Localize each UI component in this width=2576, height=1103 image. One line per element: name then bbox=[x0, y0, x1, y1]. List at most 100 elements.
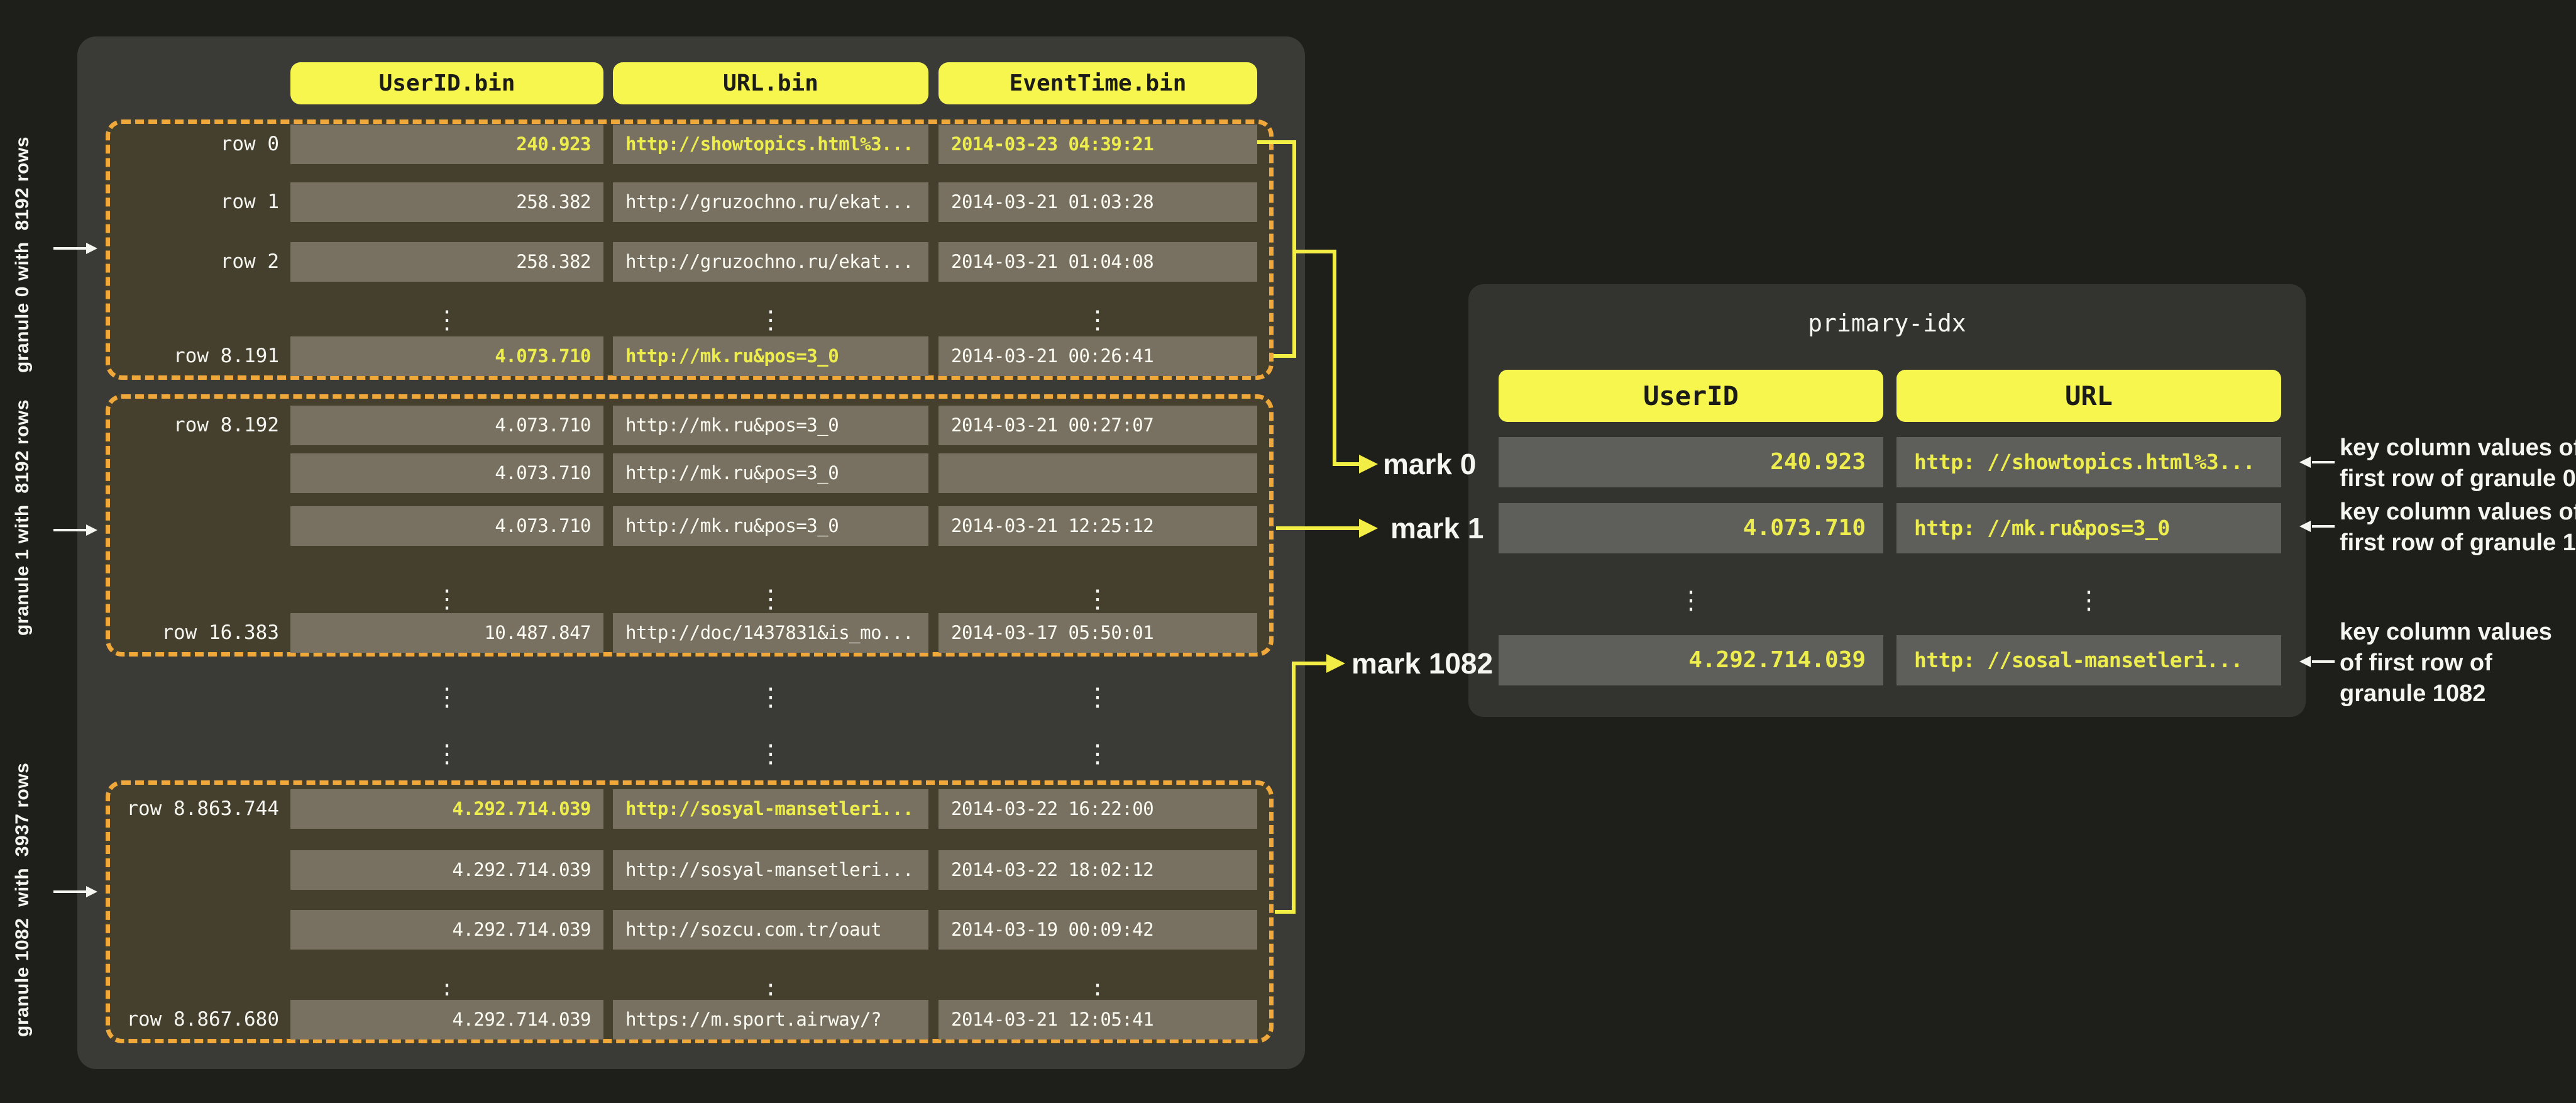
ellipsis-dots: ⋮ bbox=[1085, 740, 1110, 768]
ellipsis-dots: ⋮ bbox=[1085, 585, 1110, 614]
ellipsis-dots: ⋮ bbox=[434, 585, 460, 614]
ellipsis-dots: ⋮ bbox=[1085, 683, 1110, 712]
index-userid-cell: 4.073.710 bbox=[1499, 503, 1883, 553]
ellipsis-dots: ⋮ bbox=[434, 683, 460, 712]
eventtime-cell bbox=[938, 453, 1257, 493]
url-cell: http://mk.ru&pos=3_0 bbox=[613, 506, 928, 546]
granule-arrow-icon bbox=[86, 524, 97, 536]
granule-arrow-icon bbox=[86, 243, 97, 254]
eventtime-cell: 2014-03-21 12:05:41 bbox=[938, 1000, 1257, 1039]
granule-side-label: granule 1 with 8192 rows bbox=[12, 399, 33, 636]
index-column-header: UserID bbox=[1499, 370, 1883, 422]
userid-cell: 4.073.710 bbox=[290, 453, 603, 493]
bin-file-header-button: UserID.bin bbox=[290, 62, 603, 104]
connector-line bbox=[1333, 462, 1363, 466]
eventtime-cell: 2014-03-21 01:04:08 bbox=[938, 242, 1257, 282]
ellipsis-dots: ⋮ bbox=[434, 740, 460, 768]
eventtime-cell: 2014-03-19 00:09:42 bbox=[938, 910, 1257, 950]
row-label: row 2 bbox=[220, 250, 279, 273]
annotation-line: key column values bbox=[2340, 619, 2552, 645]
url-cell: http://sozcu.com.tr/oaut bbox=[613, 910, 928, 950]
ellipsis-dots: ⋮ bbox=[1085, 306, 1110, 335]
annotation: key column values of first row of granule … bbox=[2340, 617, 2576, 709]
mark-label: mark 1082 bbox=[1351, 647, 1494, 680]
row-label: row 8.192 bbox=[173, 414, 279, 436]
annotation-arrow-icon bbox=[2299, 457, 2311, 468]
url-cell: http://mk.ru&pos=3_0 bbox=[613, 453, 928, 493]
granule-side-label: granule 1082 with 3937 rows bbox=[12, 762, 33, 1038]
annotation-arrow-icon bbox=[2299, 521, 2311, 532]
url-cell: https://m.sport.airway/? bbox=[613, 1000, 928, 1039]
userid-cell: 4.292.714.039 bbox=[290, 789, 603, 829]
row-label: row 8.867.680 bbox=[126, 1008, 279, 1031]
eventtime-cell: 2014-03-22 16:22:00 bbox=[938, 789, 1257, 829]
userid-cell: 258.382 bbox=[290, 182, 603, 222]
connector-arrow-icon bbox=[1359, 519, 1378, 538]
annotation-line: of first row of bbox=[2340, 650, 2492, 676]
connector-line bbox=[1275, 910, 1296, 914]
url-cell: http://mk.ru&pos=3_0 bbox=[613, 336, 928, 376]
row-label: row 8.191 bbox=[173, 345, 279, 367]
row-label: row 8.863.744 bbox=[126, 797, 279, 820]
connector-line bbox=[1292, 662, 1328, 665]
index-url-cell: http: //sosal-mansetleri... bbox=[1896, 635, 2281, 685]
eventtime-cell: 2014-03-21 00:27:07 bbox=[938, 406, 1257, 445]
userid-cell: 4.292.714.039 bbox=[290, 1000, 603, 1039]
url-cell: http://sosyal-mansetleri... bbox=[613, 789, 928, 829]
connector-line bbox=[1276, 526, 1359, 530]
connector-line bbox=[1292, 250, 1336, 253]
eventtime-cell: 2014-03-21 00:26:41 bbox=[938, 336, 1257, 376]
index-userid-cell: 240.923 bbox=[1499, 437, 1883, 487]
eventtime-cell: 2014-03-21 01:03:28 bbox=[938, 182, 1257, 222]
index-userid-cell: 4.292.714.039 bbox=[1499, 635, 1883, 685]
eventtime-cell: 2014-03-21 12:25:12 bbox=[938, 506, 1257, 546]
index-url-cell: http: //showtopics.html%3... bbox=[1896, 437, 2281, 487]
connector-line bbox=[1333, 250, 1336, 466]
connector-line bbox=[1292, 662, 1296, 914]
granule-arrow-line bbox=[53, 890, 86, 893]
annotation-arrow-line bbox=[2312, 525, 2335, 528]
row-label: row 16.383 bbox=[162, 621, 279, 644]
ellipsis-dots: ⋮ bbox=[434, 306, 460, 335]
annotation-line: key column values of bbox=[2340, 499, 2576, 525]
annotation-line: granule 1082 bbox=[2340, 680, 2486, 707]
ellipsis-dots: ⋮ bbox=[758, 740, 783, 768]
granule-arrow-line bbox=[53, 247, 86, 250]
mark-label: mark 1 bbox=[1390, 512, 1484, 545]
eventtime-cell: 2014-03-23 04:39:21 bbox=[938, 125, 1257, 164]
ellipsis-dots: ⋮ bbox=[758, 585, 783, 614]
connector-arrow-icon bbox=[1326, 654, 1345, 673]
connector-line bbox=[1292, 140, 1296, 358]
url-cell: http://gruzochno.ru/ekat... bbox=[613, 182, 928, 222]
index-panel-title: primary-idx bbox=[1808, 309, 1966, 337]
annotation-arrow-line bbox=[2312, 660, 2335, 663]
eventtime-cell: 2014-03-22 18:02:12 bbox=[938, 850, 1257, 890]
row-label: row 1 bbox=[220, 191, 279, 213]
eventtime-cell: 2014-03-17 05:50:01 bbox=[938, 613, 1257, 653]
userid-cell: 4.073.710 bbox=[290, 506, 603, 546]
index-column-header: URL bbox=[1896, 370, 2281, 422]
ellipsis-dots: ⋮ bbox=[2076, 586, 2101, 615]
annotation: key column values of first row of granule… bbox=[2340, 433, 2576, 494]
annotation-arrow-line bbox=[2312, 461, 2335, 463]
connector-arrow-icon bbox=[1359, 455, 1378, 474]
ellipsis-dots: ⋮ bbox=[758, 306, 783, 335]
annotation-arrow-icon bbox=[2299, 656, 2311, 667]
index-url-cell: http: //mk.ru&pos=3_0 bbox=[1896, 503, 2281, 553]
granule-arrow-icon bbox=[86, 886, 97, 897]
ellipsis-dots: ⋮ bbox=[1678, 586, 1704, 615]
annotation-line: key column values of bbox=[2340, 435, 2576, 461]
url-cell: http://doc/1437831&is_mo... bbox=[613, 613, 928, 653]
bin-file-header-button: URL.bin bbox=[613, 62, 928, 104]
bin-file-header-button: EventTime.bin bbox=[938, 62, 1257, 104]
url-cell: http://gruzochno.ru/ekat... bbox=[613, 242, 928, 282]
userid-cell: 258.382 bbox=[290, 242, 603, 282]
annotation-line: first row of granule 0 bbox=[2340, 465, 2576, 492]
userid-cell: 4.073.710 bbox=[290, 336, 603, 376]
connector-line bbox=[1274, 354, 1296, 358]
userid-cell: 4.292.714.039 bbox=[290, 850, 603, 890]
connector-line bbox=[1257, 140, 1294, 144]
userid-cell: 10.487.847 bbox=[290, 613, 603, 653]
mark-label: mark 0 bbox=[1383, 448, 1477, 480]
